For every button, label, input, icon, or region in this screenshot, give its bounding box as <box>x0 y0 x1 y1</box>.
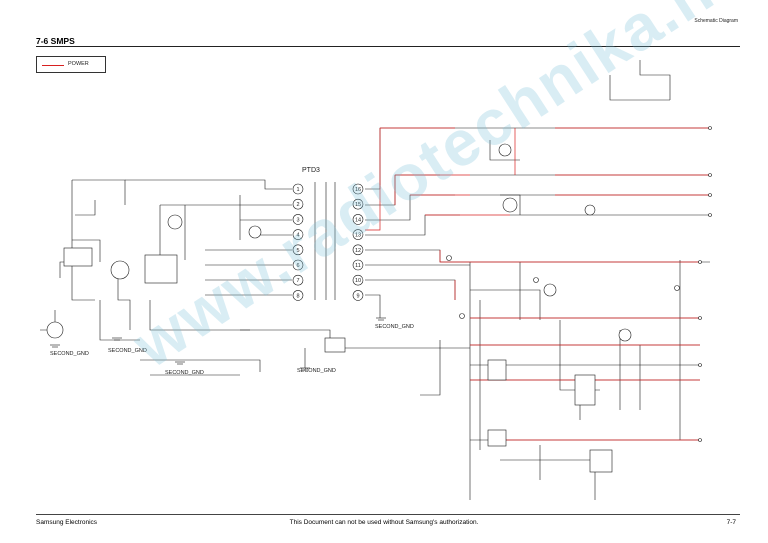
secondary-pin-12 <box>352 244 364 256</box>
primary-pin-label-6: 6 <box>296 263 299 269</box>
components <box>46 143 632 473</box>
regulator-ic-2 <box>487 429 507 447</box>
control-ic-2 <box>589 449 613 473</box>
secondary-pin-label-11: 11 <box>355 263 361 269</box>
ground-symbols <box>50 317 386 371</box>
secondary-pin-label-10: 10 <box>355 278 361 284</box>
primary-pin-1 <box>292 183 304 195</box>
power-line-swatch <box>42 65 64 66</box>
ground-label-1: SECOND_GND <box>50 351 89 357</box>
footer-page-number: 7-7 <box>726 519 736 526</box>
primary-pin-label-4: 4 <box>296 233 299 239</box>
secondary-pin-label-12: 12 <box>355 248 361 254</box>
secondary-pin-label-9: 9 <box>356 293 359 299</box>
secondary-pin-13 <box>352 229 364 240</box>
primary-pin-7 <box>292 274 304 286</box>
ground-label-2: SECOND_GND <box>108 348 147 354</box>
transformer-label: PTD3 <box>302 167 320 174</box>
primary-pin-6 <box>292 259 304 271</box>
regulator-ic-1 <box>487 359 507 381</box>
secondary-pin-label-16: 16 <box>355 187 361 193</box>
primary-pin-5 <box>292 244 304 256</box>
filter-capacitor <box>110 260 130 280</box>
wires <box>40 60 710 500</box>
primary-pin-8 <box>292 290 304 301</box>
page-title: 7-6 SMPS <box>36 36 75 46</box>
secondary-pin-label-15: 15 <box>355 202 361 208</box>
control-ic-1 <box>574 374 596 406</box>
ground-label-5: SECOND_GND <box>375 324 414 330</box>
footer-divider <box>36 514 740 515</box>
primary-pin-label-2: 2 <box>296 202 299 208</box>
header-section-label: Schematic Diagram <box>694 18 738 24</box>
primary-pin-2 <box>292 198 304 210</box>
primary-pin-label-1: 1 <box>296 187 299 193</box>
secondary-pin-11 <box>352 259 364 271</box>
output-transistor-2 <box>618 328 632 342</box>
bridge-rectifier <box>46 321 64 339</box>
output-transistor-1 <box>543 283 557 297</box>
primary-pin-label-8: 8 <box>296 293 299 299</box>
sense-transistor <box>248 225 262 239</box>
primary-pin-3 <box>292 214 304 225</box>
primary-pin-label-3: 3 <box>296 217 299 223</box>
footer-company: Samsung Electronics <box>36 519 98 526</box>
secondary-pin-14 <box>352 214 364 225</box>
primary-pin-4 <box>292 229 304 240</box>
legend-box: POWER <box>36 56 106 73</box>
transformer-secondary-pins: 16 15 14 13 12 11 10 9 <box>352 183 364 301</box>
secondary-pin-15 <box>352 198 364 210</box>
nodes <box>446 126 712 442</box>
footer-notice: This Document can not be used without Sa… <box>289 519 479 526</box>
line-filter <box>63 247 93 267</box>
ground-label-3: SECOND_GND <box>165 370 204 376</box>
transformer-primary-pins: 1 2 3 4 5 6 7 8 <box>292 183 304 301</box>
optocoupler <box>324 337 346 353</box>
controller-transistor <box>167 214 183 230</box>
legend-power-label: POWER <box>68 61 89 67</box>
transformer <box>314 182 336 300</box>
primary-pin-label-5: 5 <box>296 248 299 254</box>
regulator-transistor-1 <box>498 143 512 157</box>
regulator-transistor-2 <box>502 197 518 213</box>
pwm-controller-ic <box>144 254 178 284</box>
regulator-transistor-3 <box>584 204 596 216</box>
ground-label-4: SECOND_GND <box>297 368 336 374</box>
title-divider <box>36 46 740 47</box>
secondary-pin-9 <box>352 290 364 301</box>
secondary-pin-16 <box>352 183 364 195</box>
secondary-pin-label-13: 13 <box>355 233 361 239</box>
primary-pin-label-7: 7 <box>296 278 299 284</box>
secondary-pin-10 <box>352 274 364 286</box>
secondary-pin-label-14: 14 <box>355 217 361 223</box>
